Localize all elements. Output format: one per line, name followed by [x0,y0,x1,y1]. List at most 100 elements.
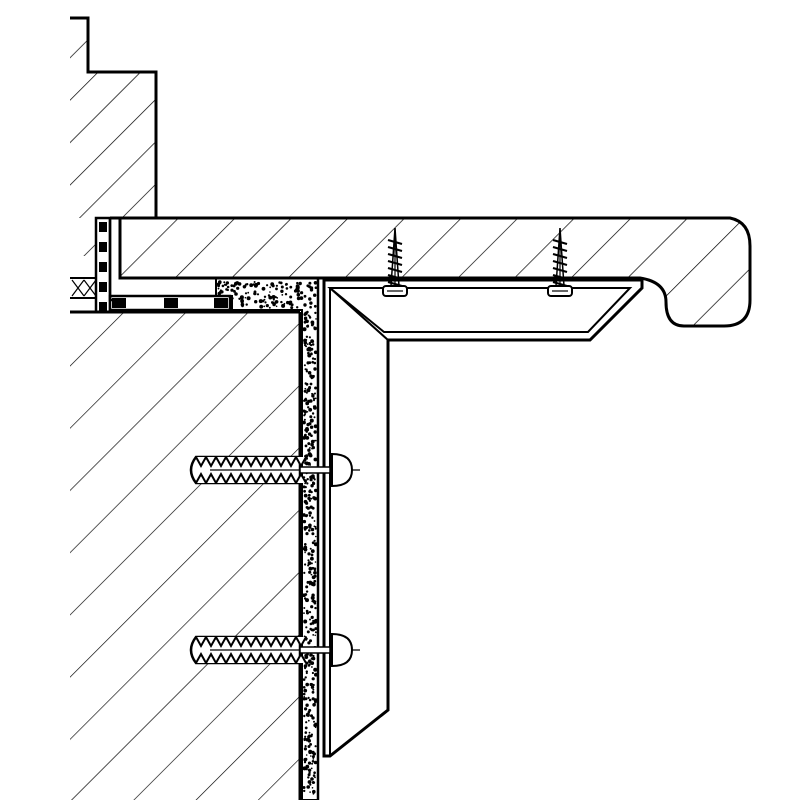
stipple-dot [309,547,312,550]
stipple-dot [303,499,308,504]
stipple-dot [302,697,306,701]
stipple-dot [309,743,312,746]
stipple-dot [305,436,310,440]
stipple-dot [237,282,242,286]
stipple-dot [312,619,315,622]
stipple-dot [305,754,308,756]
stipple-dot [299,296,304,300]
stipple-dot [308,566,313,571]
stipple-dot [311,394,315,398]
stipple-dot [305,626,308,629]
stipple-dot [312,476,315,480]
stipple-dot [311,671,314,675]
stipple-dot [268,295,273,300]
stipple-dot [311,343,315,346]
tape-segment [99,302,107,312]
stipple-dot [304,726,308,730]
stipple-dot [308,348,312,352]
stipple-dot [304,486,307,489]
stipple-dot [309,622,313,626]
stipple-dot [290,306,294,310]
stipple-dot [309,301,313,305]
stipple-dot [313,520,316,522]
stipple-dot [308,386,312,389]
stipple-dot [263,298,266,301]
stipple-dot [303,414,306,417]
stipple-dot [311,593,315,597]
stipple-dot [308,361,312,364]
stipple-dot [272,302,276,307]
stipple-dot [311,360,315,364]
stipple-dot [263,305,266,308]
stipple-dot [314,386,318,390]
stipple-dot [313,569,316,572]
stipple-dot [256,293,260,296]
stipple-dot [312,634,315,636]
stipple-dot [314,527,317,530]
stipple-dot [311,760,315,763]
stipple-dot [313,574,317,578]
stipple-dot [308,659,312,663]
stipple-dot [310,595,315,600]
stipple-dot [309,475,313,480]
stipple-dot [311,653,313,656]
stipple-dot [305,670,308,673]
stipple-dot [304,731,308,734]
stipple-dot [313,326,316,328]
stipple-dot [264,301,267,304]
stipple-dot [303,688,308,693]
stipple-dot [310,573,313,576]
stipple-dot [307,776,310,779]
stipple-dot [312,758,315,760]
stipple-dot [314,631,317,634]
stipple-dot [307,559,310,562]
stipple-dot [305,738,309,742]
stipple-dot [311,516,314,519]
stipple-dot [313,424,318,429]
stipple-dot [307,552,311,556]
stipple-dot [311,357,315,360]
stipple-dot [312,599,315,602]
stipple-dot [253,281,256,283]
stipple-dot [303,739,306,742]
stipple-dot [313,399,315,402]
stipple-dot [289,295,293,299]
stipple-dot [300,291,304,295]
stipple-dot [313,293,317,297]
stipple-dot [303,607,306,609]
stipple-dot [227,281,229,284]
stipple-dot [308,580,313,585]
stipple-dot [306,284,310,288]
stipple-dot [313,667,318,672]
angle-bracket-icon [322,278,644,758]
stipple-dot [246,283,249,286]
tape-segment [99,262,107,272]
timber-frame-section-icon [70,16,158,218]
stipple-dot [280,300,283,304]
stipple-dot [312,789,316,794]
stipple-dot [302,678,306,681]
stipple-dot [313,539,316,542]
stipple-dot [285,287,289,290]
stipple-dot [310,553,314,557]
stipple-dot [313,350,318,355]
stipple-dot [223,283,227,286]
stipple-dot [312,774,316,777]
stipple-dot [303,410,307,414]
stipple-dot [308,407,313,412]
stipple-dot [311,446,315,450]
stipple-dot [304,707,308,711]
stipple-dot [312,341,315,343]
stipple-dot [314,745,317,748]
stipple-dot [307,442,311,446]
stipple-dot [271,301,274,304]
stipple-dot [303,789,306,793]
stipple-dot [303,545,308,550]
stipple-dot [310,605,314,609]
stipple-dot [303,489,306,493]
stipple-dot [305,598,309,603]
stipple-dot [311,541,315,545]
stipple-dot [285,282,288,286]
stipple-dot [281,303,286,308]
stipple-dot [313,760,318,765]
